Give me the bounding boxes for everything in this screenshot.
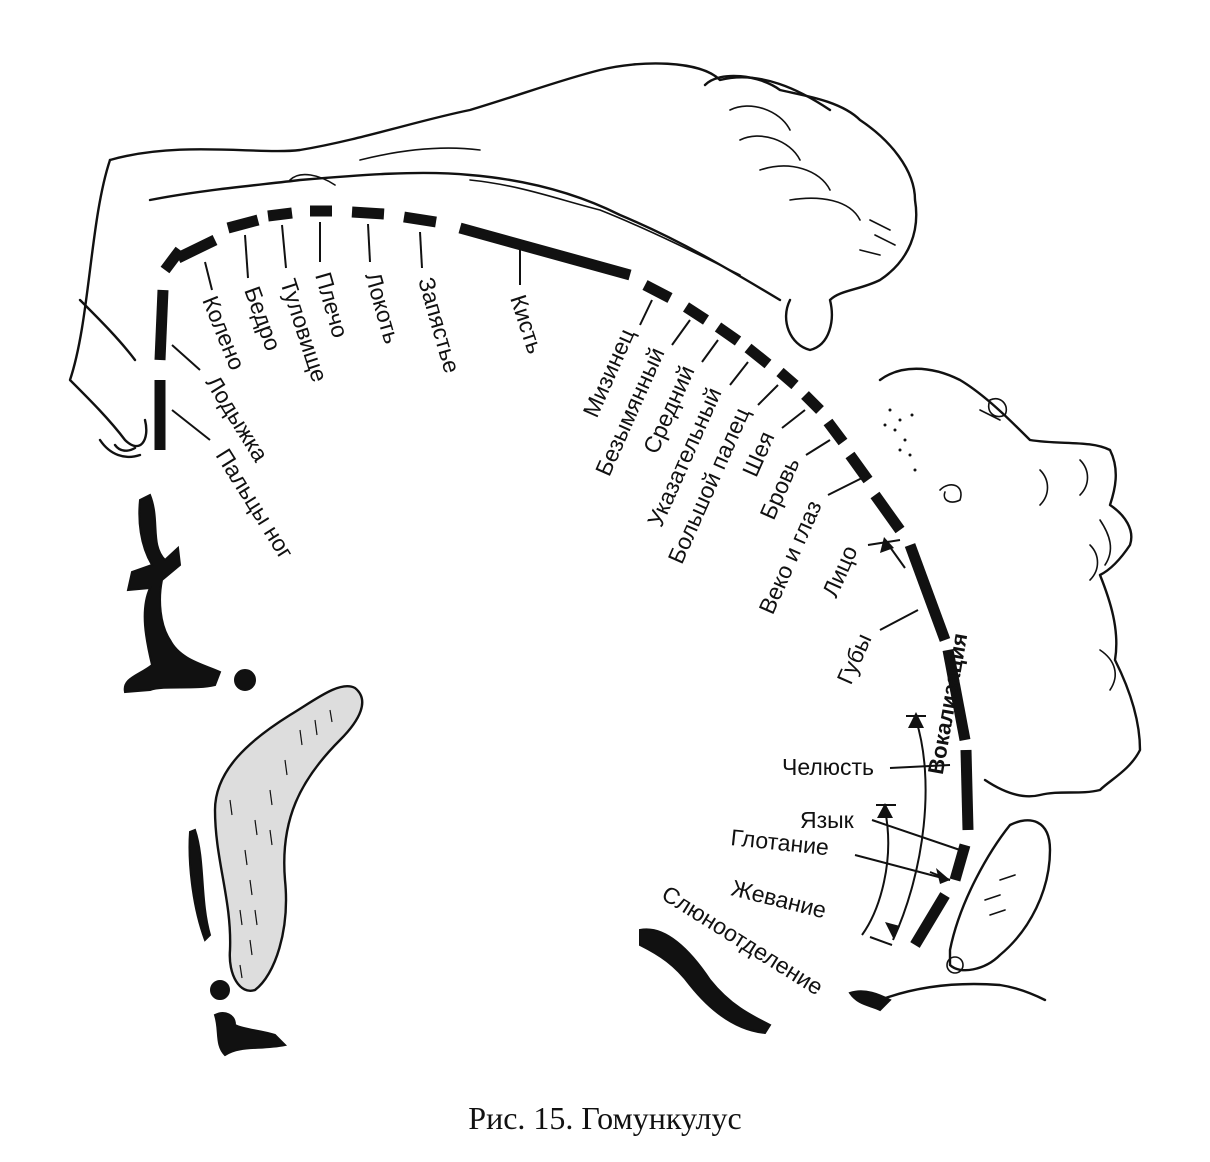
homunculus-diagram: Колено Бедро Туловище Плечо Локоть Запяс… [68, 62, 1142, 1057]
brain-structures [123, 493, 1047, 1057]
label-zhevanie: Жевание [729, 875, 829, 924]
label-chelyust: Челюсть [782, 754, 874, 780]
homunculus-figure [68, 62, 1142, 974]
label-guby: Губы [832, 629, 877, 687]
stipple-patch [883, 408, 917, 472]
label-kist: Кисть [505, 292, 548, 357]
figure-caption: Рис. 15. Гомункулус [468, 1100, 742, 1136]
label-lokot: Локоть [360, 269, 405, 346]
label-litso: Лицо [817, 541, 863, 601]
leader-lines [171, 222, 961, 881]
cortex-arc [154, 205, 974, 948]
label-yazyk: Язык [800, 807, 855, 833]
label-koleno: Колено [197, 292, 250, 373]
range-arrows [861, 537, 951, 946]
label-zapyastie: Запястье [413, 274, 465, 376]
hatching [229, 709, 333, 979]
labels: Колено Бедро Туловище Плечо Локоть Запяс… [197, 269, 972, 1000]
